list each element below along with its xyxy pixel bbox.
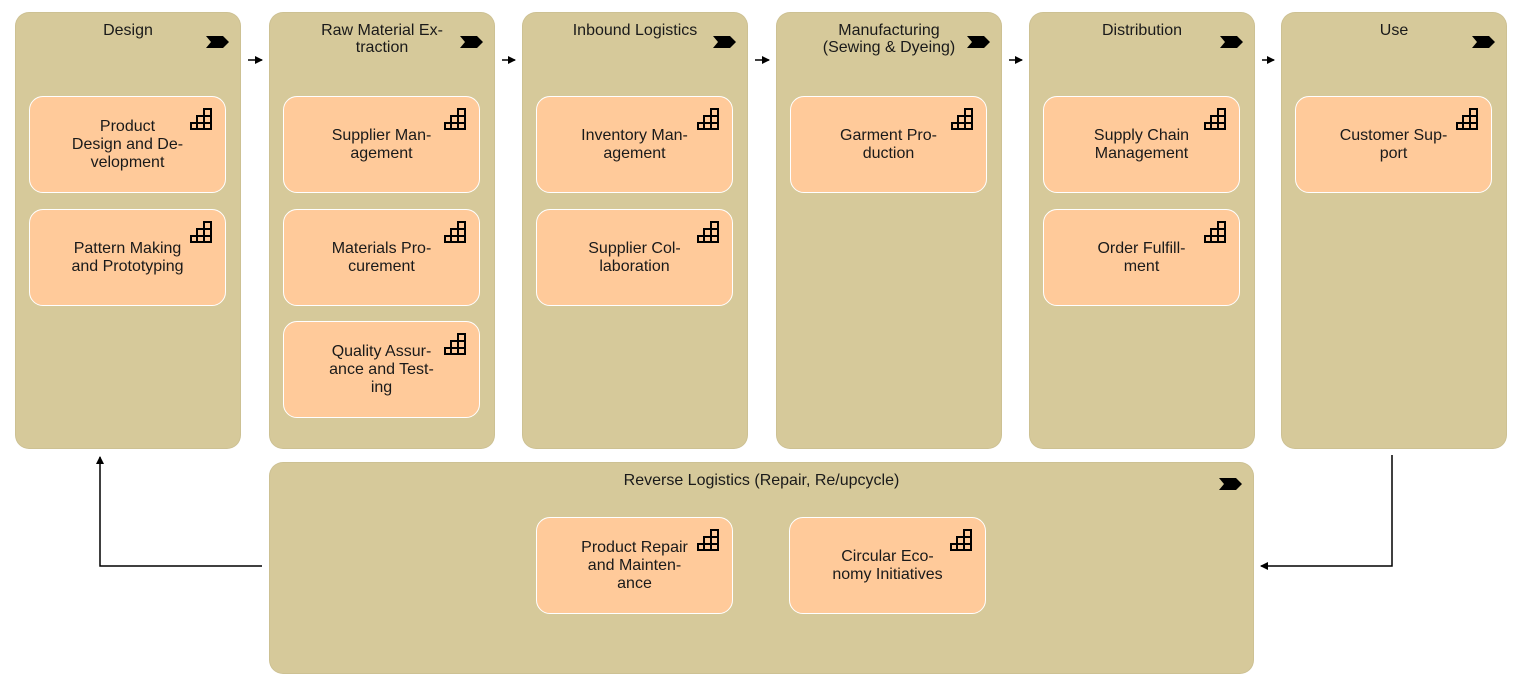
capability-label: Garment Pro- duction	[840, 126, 937, 162]
capability-stairs-icon	[443, 107, 467, 131]
capability-stairs-icon	[189, 220, 213, 244]
capability-label: Order Fulfill- ment	[1097, 239, 1186, 275]
chevron-icon	[460, 35, 484, 49]
return-arrow-use-to-reverse	[1260, 455, 1393, 570]
capability-stairs-icon	[1203, 220, 1227, 244]
stage-manufacturing[interactable]: Manufacturing (Sewing & Dyeing)	[776, 12, 1002, 449]
capability-box-distribution-1[interactable]: Order Fulfill- ment	[1043, 209, 1240, 306]
capability-label: Supply Chain Management	[1093, 126, 1190, 162]
capability-label: Supplier Col- laboration	[588, 239, 681, 275]
capability-stairs-icon	[443, 220, 467, 244]
capability-label: Customer Sup- port	[1339, 126, 1448, 162]
capability-box-raw-material-extraction-0[interactable]: Supplier Man- agement	[283, 96, 480, 193]
capability-stairs-icon	[1455, 107, 1479, 131]
return-arrow-reverse-to-design	[96, 456, 262, 567]
capability-stairs-icon	[950, 107, 974, 131]
capability-box-inbound-logistics-0[interactable]: Inventory Man- agement	[536, 96, 733, 193]
chevron-icon	[967, 35, 991, 49]
stage-title: Manufacturing (Sewing & Dyeing)	[822, 22, 956, 56]
capability-box-raw-material-extraction-1[interactable]: Materials Pro- curement	[283, 209, 480, 306]
stage-reverse-logistics[interactable]: Reverse Logistics (Repair, Re/upcycle)	[269, 462, 1254, 674]
capability-label: Circular Eco- nomy Initiatives	[832, 547, 943, 583]
capability-box-design-1[interactable]: Pattern Making and Prototyping	[29, 209, 226, 306]
stage-title: Raw Material Ex- traction	[321, 22, 443, 56]
capability-label: Materials Pro- curement	[331, 239, 432, 275]
capability-label: Supplier Man- agement	[331, 126, 432, 162]
capability-label: Product Repair and Mainten- ance	[581, 538, 688, 592]
capability-stairs-icon	[443, 332, 467, 356]
stage-title: Inbound Logistics	[572, 22, 698, 39]
stage-use[interactable]: Use	[1281, 12, 1507, 449]
capability-stairs-icon	[696, 528, 720, 552]
capability-box-use-0[interactable]: Customer Sup- port	[1295, 96, 1492, 193]
chevron-icon	[713, 35, 737, 49]
capability-label: Quality Assur- ance and Test- ing	[329, 342, 434, 396]
capability-box-reverse-0[interactable]: Product Repair and Mainten- ance	[536, 517, 733, 614]
capability-box-manufacturing-0[interactable]: Garment Pro- duction	[790, 96, 987, 193]
chevron-icon	[1220, 35, 1244, 49]
capability-label: Product Design and De- velopment	[71, 117, 184, 171]
capability-stairs-icon	[696, 107, 720, 131]
stage-title: Distribution	[1101, 22, 1183, 39]
chevron-icon	[1219, 477, 1243, 491]
capability-stairs-icon	[189, 107, 213, 131]
capability-box-distribution-0[interactable]: Supply Chain Management	[1043, 96, 1240, 193]
stage-title: Use	[1379, 22, 1409, 39]
chevron-icon	[1472, 35, 1496, 49]
capability-stairs-icon	[949, 528, 973, 552]
capability-box-inbound-logistics-1[interactable]: Supplier Col- laboration	[536, 209, 733, 306]
capability-label: Inventory Man- agement	[581, 126, 688, 162]
chevron-icon	[206, 35, 230, 49]
capability-box-raw-material-extraction-2[interactable]: Quality Assur- ance and Test- ing	[283, 321, 480, 418]
capability-stairs-icon	[1203, 107, 1227, 131]
stage-title: Reverse Logistics (Repair, Re/upcycle)	[623, 472, 900, 489]
capability-label: Pattern Making and Prototyping	[71, 239, 184, 275]
capability-stairs-icon	[696, 220, 720, 244]
capability-box-design-0[interactable]: Product Design and De- velopment	[29, 96, 226, 193]
stage-title: Design	[103, 22, 153, 39]
capability-box-reverse-1[interactable]: Circular Eco- nomy Initiatives	[789, 517, 986, 614]
